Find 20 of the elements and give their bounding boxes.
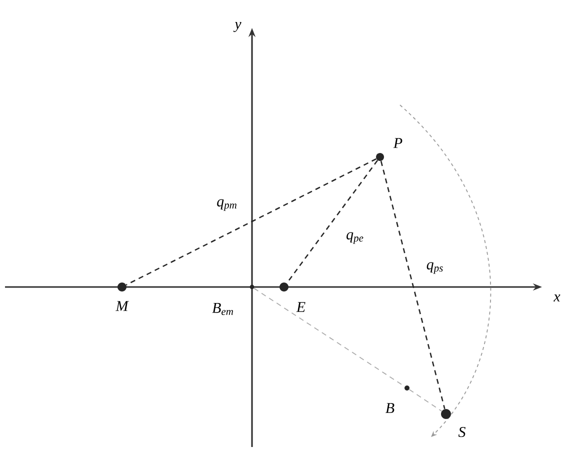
axis-label: y [233, 22, 242, 32]
edge-label: q$_{pe}$ [346, 232, 364, 244]
point-label: E [296, 302, 306, 312]
point [441, 409, 451, 419]
dashed-line [126, 158, 377, 286]
point [404, 386, 410, 390]
dashed-line [408, 389, 442, 412]
dashed-line [380, 160, 446, 410]
point-label: B [386, 403, 394, 413]
point-label: S [458, 426, 466, 438]
axis-label: x [553, 294, 560, 302]
point [280, 282, 288, 292]
edge-label: q$_{ps}$ [426, 262, 443, 274]
point [376, 153, 384, 161]
edge-label: q$_{pm}$ [217, 199, 236, 211]
point [118, 282, 126, 292]
point-label: P [393, 138, 402, 148]
point-label: M [116, 301, 129, 311]
point [250, 284, 254, 290]
point-label: B$_{em}$ [212, 302, 233, 316]
